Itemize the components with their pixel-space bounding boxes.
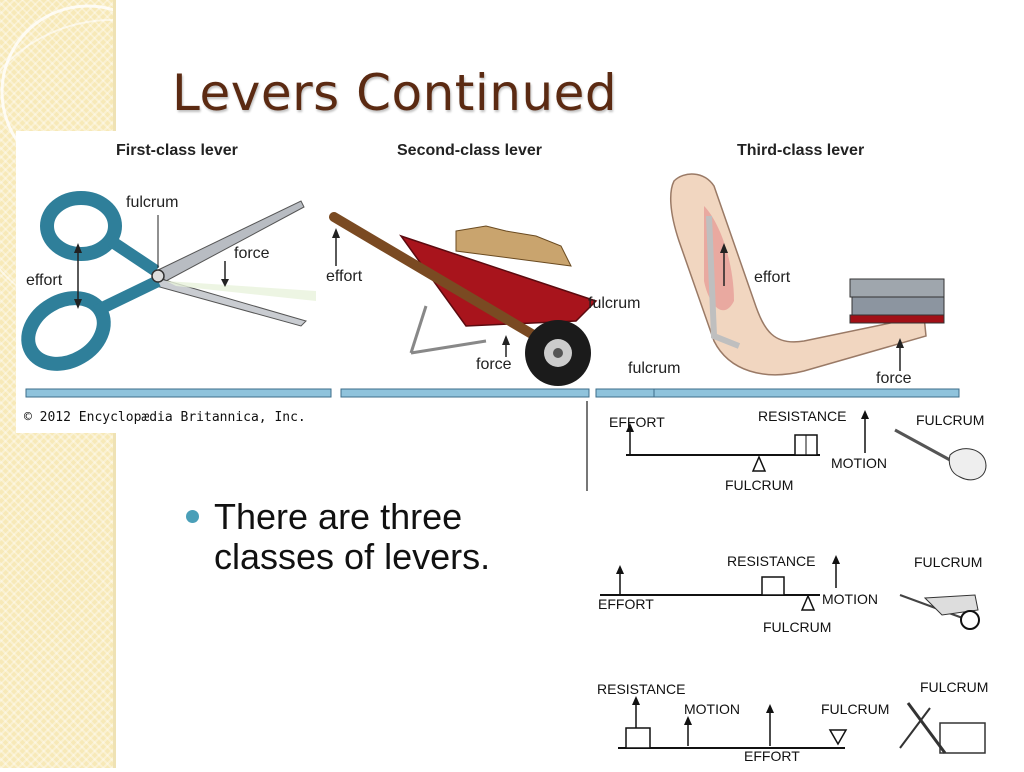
label-fulcrum-second: fulcrum	[588, 295, 641, 312]
wheelbarrow-illustration	[329, 212, 598, 386]
caption-first-class: First-class lever	[116, 142, 238, 159]
label-fulcrum-first: fulcrum	[126, 194, 179, 211]
slide-title: Levers Continued	[172, 64, 618, 122]
label-effort-second: effort	[326, 268, 363, 285]
d1-effort-label: EFFORT	[609, 414, 665, 430]
caption-second-class: Second-class lever	[397, 142, 542, 159]
bullet-item: There are three classes of levers.	[186, 497, 534, 577]
d2-fulcrum-example-label: FULCRUM	[914, 554, 983, 570]
first-class-diagram	[626, 410, 987, 481]
bullet-list: There are three classes of levers.	[186, 497, 534, 577]
label-fulcrum-third: fulcrum	[628, 360, 681, 377]
caption-third-class: Third-class lever	[737, 142, 865, 159]
second-class-diagram	[600, 555, 980, 630]
d1-resistance-label: RESISTANCE	[758, 408, 847, 424]
figure-divider	[586, 401, 588, 491]
scissors-illustration	[21, 191, 316, 371]
label-force-second: force	[476, 356, 512, 373]
d3-motion-label: MOTION	[684, 701, 740, 717]
d1-fulcrum-label: FULCRUM	[725, 477, 794, 493]
lever-illustrations	[21, 191, 654, 398]
lever-classes-figure: First-class lever Second-class lever ful…	[16, 131, 654, 433]
label-force-third: force	[876, 370, 912, 387]
d3-effort-label: EFFORT	[744, 748, 800, 764]
d2-fulcrum-label: FULCRUM	[763, 619, 832, 635]
bullet-text: There are three classes of levers.	[214, 496, 491, 577]
d2-effort-label: EFFORT	[598, 596, 654, 612]
d3-fulcrum-label: FULCRUM	[821, 701, 890, 717]
d2-resistance-label: RESISTANCE	[727, 553, 816, 569]
copyright-notice: © 2012 Encyclopædia Britannica, Inc.	[24, 410, 306, 425]
label-force-first: force	[234, 245, 270, 262]
bullet-dot-icon	[186, 510, 199, 523]
label-effort-third: effort	[754, 269, 791, 286]
arm-illustration	[654, 173, 960, 398]
d3-resistance-label: RESISTANCE	[597, 681, 686, 697]
d3-fulcrum-example-label: FULCRUM	[920, 679, 989, 695]
d2-motion-label: MOTION	[822, 591, 878, 607]
label-effort-first: effort	[26, 272, 63, 289]
d1-motion-label: MOTION	[831, 455, 887, 471]
third-class-diagram	[618, 696, 986, 754]
d1-fulcrum-example-label: FULCRUM	[916, 412, 985, 428]
